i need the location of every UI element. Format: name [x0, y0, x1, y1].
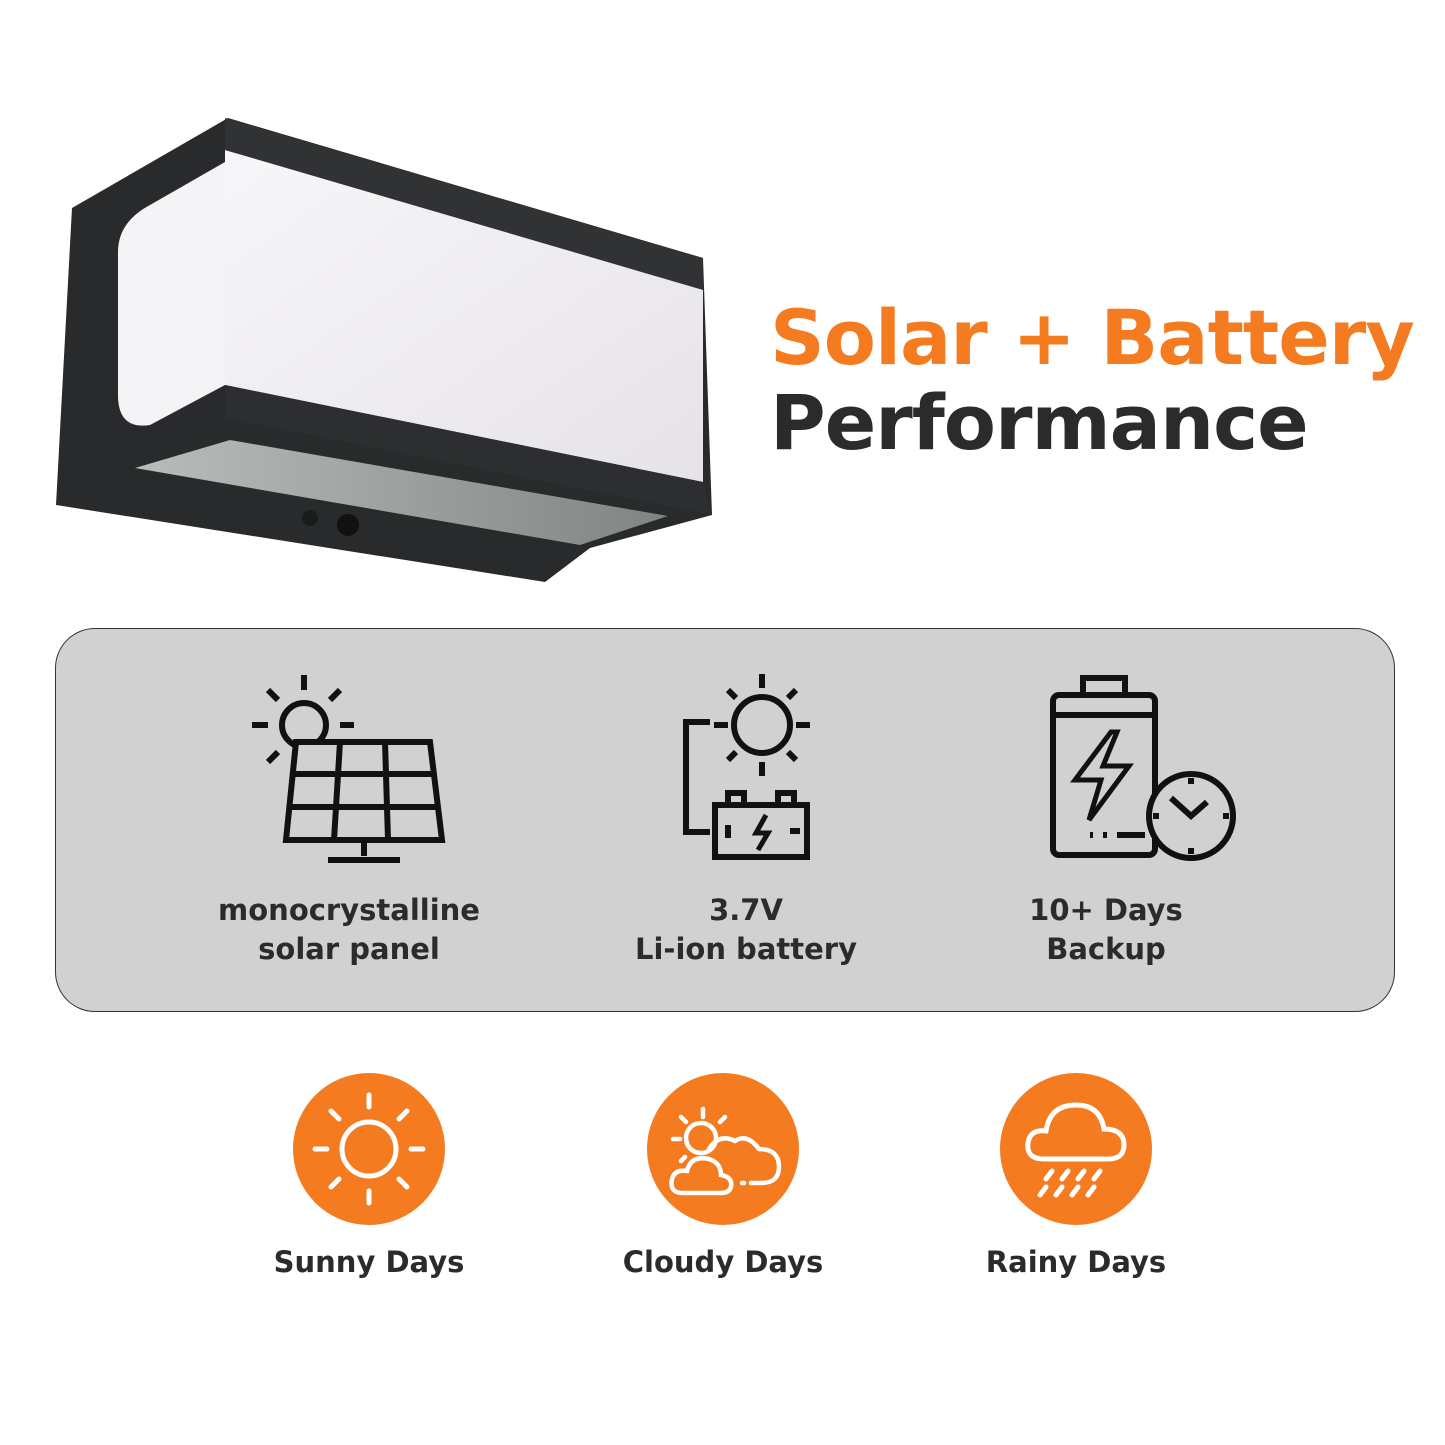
cloudy-badge	[647, 1073, 799, 1225]
feature-line-1: monocrystalline	[218, 893, 480, 927]
sun-icon	[312, 1092, 426, 1206]
rainy-badge	[1000, 1073, 1152, 1225]
solar-panel-icon	[252, 675, 446, 863]
solar-wall-lamp-image	[56, 118, 712, 582]
feature-line-2: Backup	[1046, 932, 1166, 966]
feature-line-1: 3.7V	[709, 893, 783, 927]
feature-solar-panel-label: monocrystalline solar panel	[169, 891, 529, 969]
feature-battery-label: 3.7V Li-ion battery	[566, 891, 926, 969]
heading-line-1: Solar + Battery	[770, 293, 1415, 382]
heading-line-2: Performance	[770, 378, 1309, 467]
sunny-badge	[293, 1073, 445, 1225]
feature-line-1: 10+ Days	[1029, 893, 1183, 927]
sunny-days-label: Sunny Days	[273, 1245, 465, 1279]
feature-line-2: solar panel	[258, 932, 440, 966]
battery-clock-icon	[1050, 675, 1236, 861]
rainy-days-label: Rainy Days	[985, 1245, 1167, 1279]
partly-cloudy-icon	[669, 1106, 782, 1196]
feature-line-2: Li-ion battery	[635, 932, 857, 966]
rain-cloud-icon	[1025, 1102, 1127, 1198]
cloudy-days-label: Cloudy Days	[622, 1245, 824, 1279]
feature-backup-label: 10+ Days Backup	[926, 891, 1286, 969]
sun-battery-icon	[683, 674, 810, 860]
